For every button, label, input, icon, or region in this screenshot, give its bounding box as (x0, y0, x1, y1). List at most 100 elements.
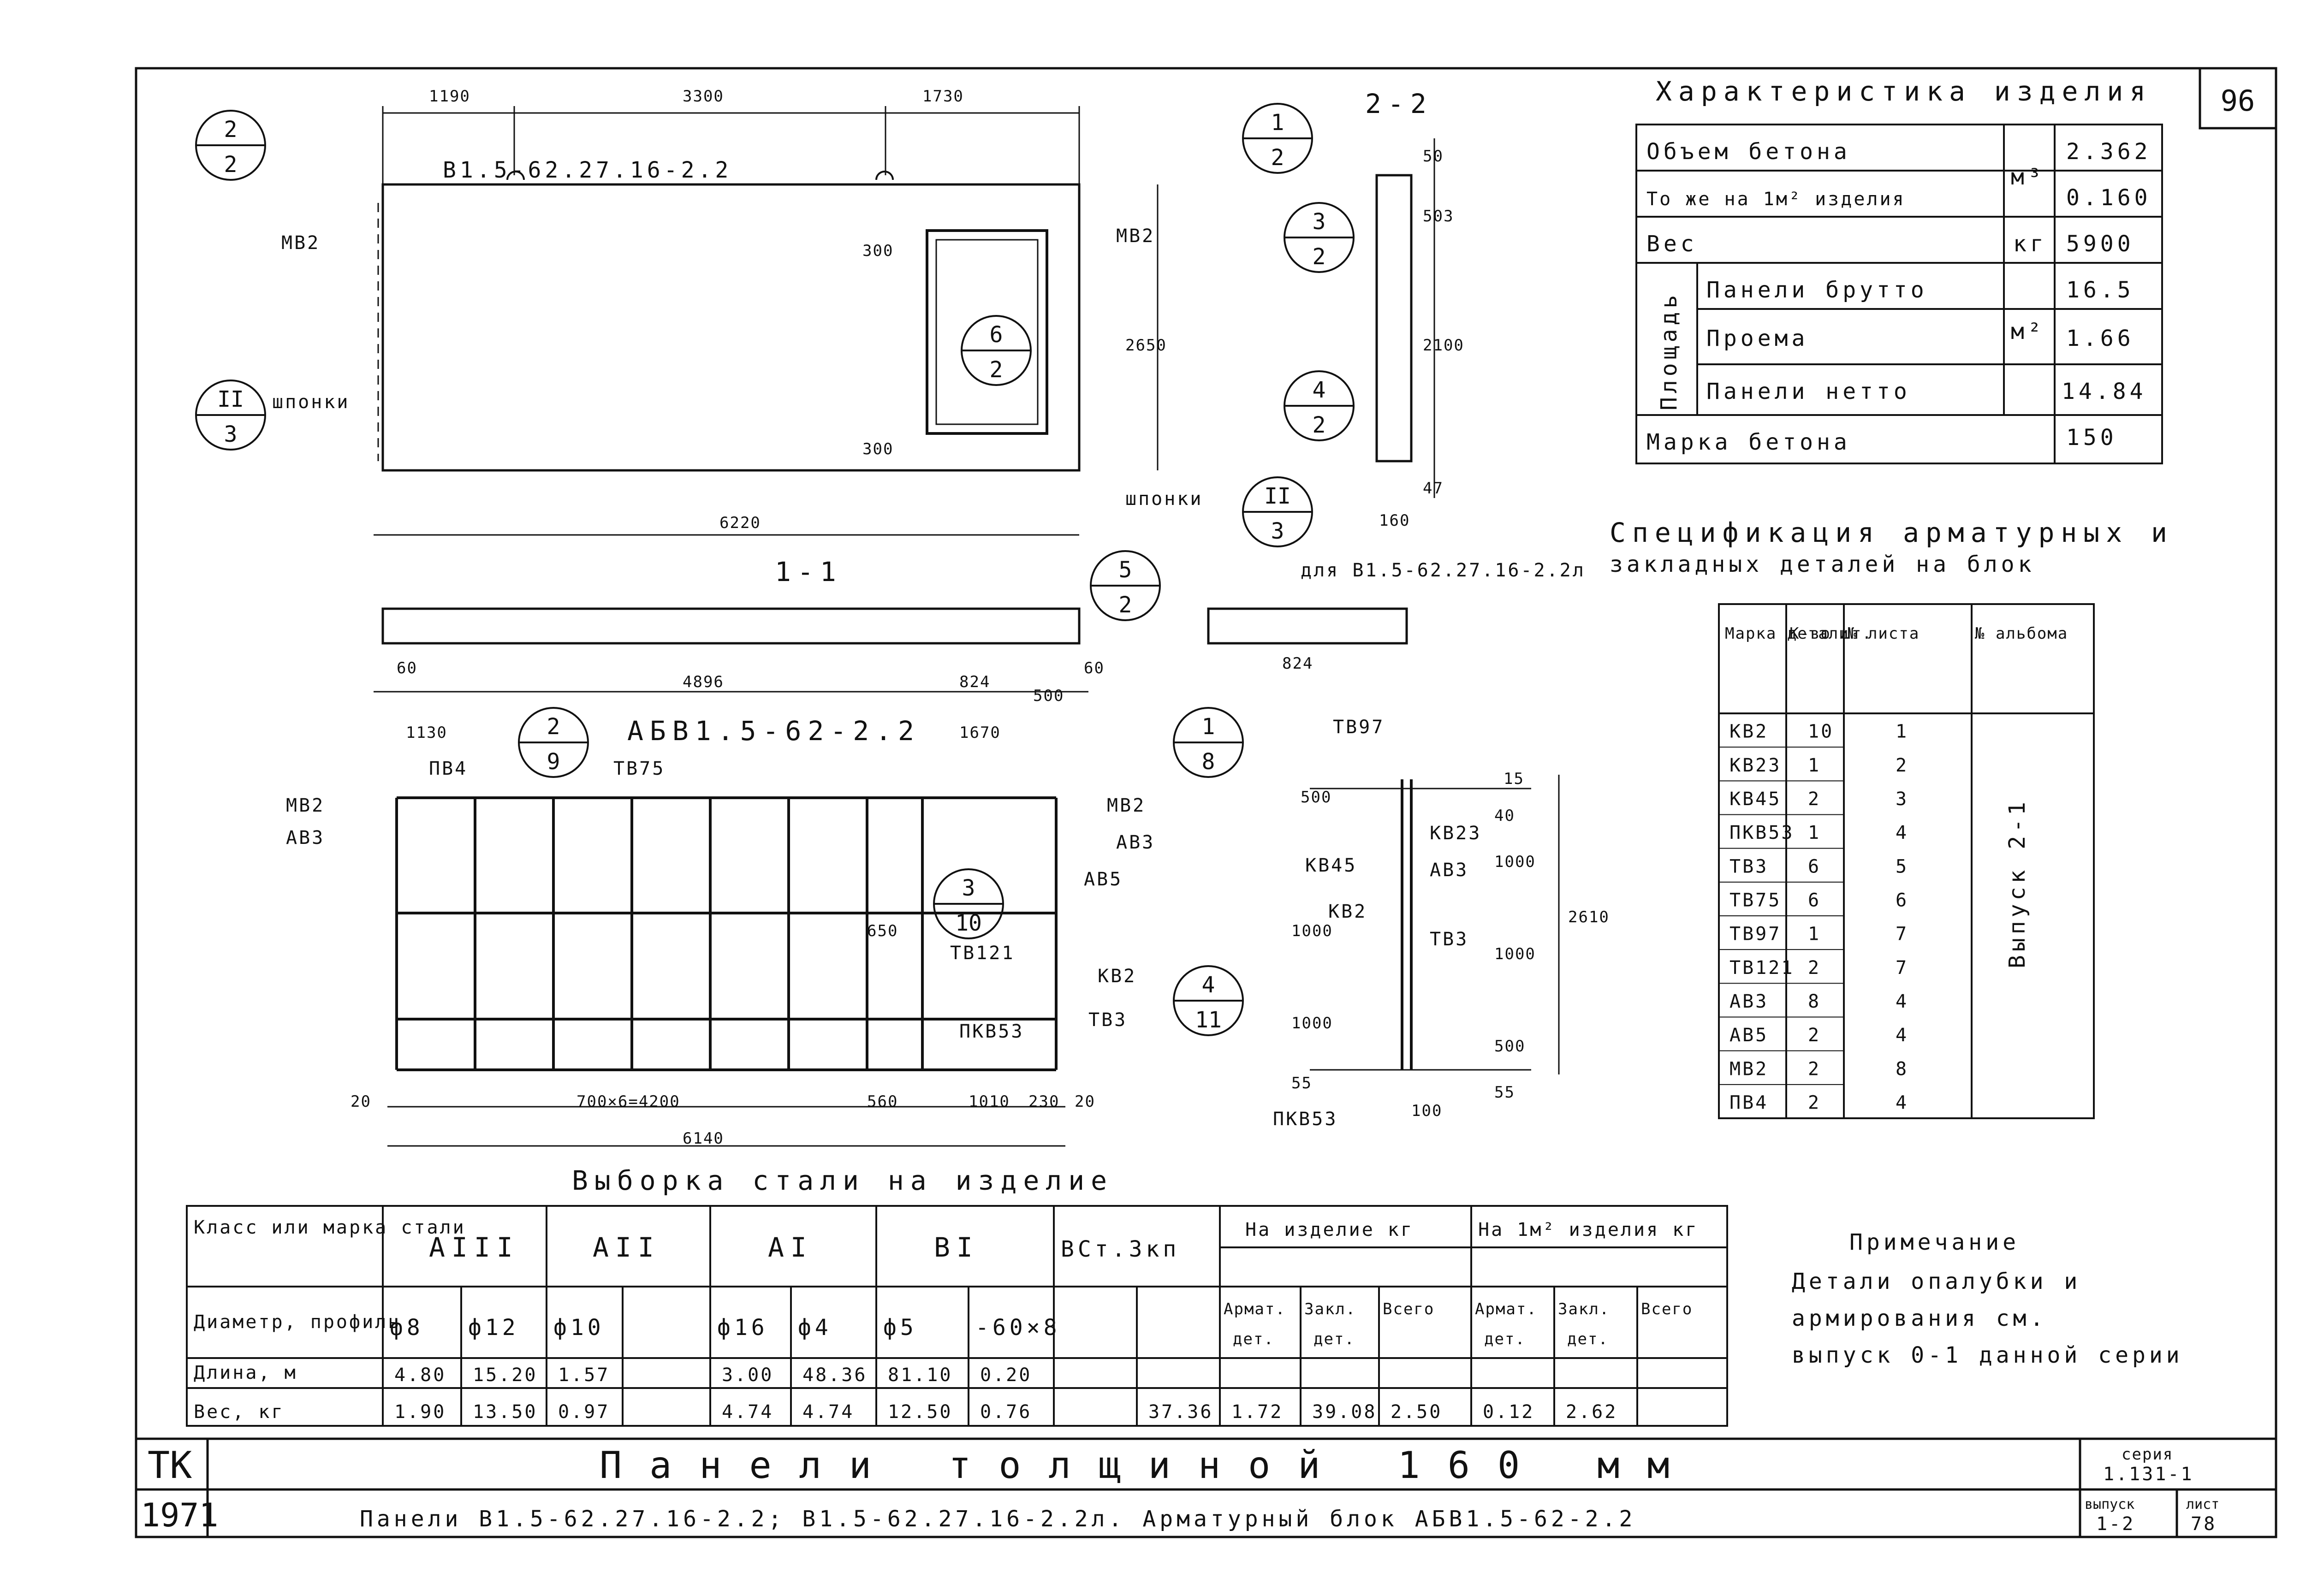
dimension-label: 1000 (1291, 1014, 1333, 1032)
char-row-label: Панели брутто (1706, 277, 1928, 303)
dimension-label: 1000 (1494, 945, 1536, 963)
dimension-label: 503 (1423, 207, 1454, 225)
svg-text:3: 3 (962, 875, 975, 901)
callout-circle: 310 (933, 868, 1004, 939)
drawing-label: шпонки (1125, 488, 1203, 510)
steel-weight-value: 1.90 (394, 1401, 446, 1423)
dimension-label: 55 (1494, 1083, 1515, 1102)
svg-text:11: 11 (1195, 1007, 1222, 1033)
svg-text:4: 4 (1202, 972, 1215, 998)
svg-text:1: 1 (1202, 714, 1215, 740)
char-row-label: То же на 1м² изделия (1646, 189, 1906, 210)
panel-elevation (377, 171, 1081, 472)
spec-cell: КВ2 (1730, 721, 1768, 742)
dimension-label: 2650 (1125, 336, 1167, 355)
drawing-label: МВ2 (1107, 795, 1146, 816)
char-row-value: 14.84 (2062, 379, 2147, 404)
spec-cell: 2 (1896, 755, 1908, 776)
svg-text:10: 10 (955, 910, 982, 936)
sheet-value: 78 (2191, 1513, 2217, 1535)
steel-header-profile: Диаметр, профиль (194, 1311, 401, 1333)
spec-cell: ПКВ53 (1730, 822, 1794, 843)
dimension-label: 560 (867, 1092, 898, 1111)
spec-cell: 1 (1808, 755, 1821, 776)
callout-circle: 22 (195, 110, 266, 181)
dimension-label: 1130 (406, 724, 447, 742)
spec-header: Марка детали (1725, 624, 1849, 643)
drawing-label: ПВ4 (429, 758, 468, 779)
steel-class: АII (593, 1232, 660, 1263)
svg-text:II: II (1264, 483, 1291, 509)
steel-subheader: Армат. (1224, 1300, 1286, 1318)
drawing-label: МВ2 (281, 232, 320, 254)
spec-cell: 7 (1896, 957, 1908, 979)
dimension-label: 20 (351, 1092, 371, 1111)
dimension-label: 100 (1411, 1102, 1442, 1120)
sheet-number-box (2199, 67, 2277, 130)
drawing-label: МВ2 (286, 795, 325, 816)
spec-cell: 3 (1896, 789, 1908, 810)
dimension-label: 1730 (922, 87, 964, 106)
dimension-label: 60 (1084, 659, 1105, 677)
spec-cell: 6 (1896, 890, 1908, 911)
drawing-label: ТВ75 (613, 758, 665, 779)
spec-cell: 2 (1808, 1058, 1821, 1080)
svg-text:1: 1 (1271, 110, 1284, 136)
section-1-1 (374, 607, 1408, 693)
char-row-label: Вес (1646, 231, 1698, 257)
spec-cell: КВ23 (1730, 755, 1781, 776)
drawing-label: АВ3 (286, 827, 325, 848)
panel-mark-label: В1.5-62.27.16-2.2 (443, 157, 732, 183)
drawing-label: АВ3 (1116, 832, 1155, 853)
spec-cell: АВ3 (1730, 991, 1768, 1012)
steel-weight-value: 2.62 (1566, 1401, 1617, 1423)
spec-album: Выпуск 2-1 (2004, 798, 2030, 968)
dimension-label: 3300 (683, 87, 724, 106)
svg-text:4: 4 (1313, 377, 1326, 403)
steel-subheader: дет. (1484, 1330, 1526, 1348)
char-row-value: 2.362 (2066, 139, 2151, 165)
char-row-label: Панели нетто (1706, 379, 1911, 404)
steel-length-value: 81.10 (888, 1365, 952, 1386)
sheet-number: 96 (2221, 84, 2255, 118)
dimension-label: 47 (1423, 479, 1444, 498)
svg-text:9: 9 (547, 749, 560, 775)
spec-cell: 7 (1896, 924, 1908, 945)
callout-circle: 42 (1284, 370, 1355, 441)
title-block (136, 1437, 2276, 1537)
steel-class: ВI (934, 1232, 979, 1263)
steel-class: ВСт.3кп (1061, 1236, 1180, 1262)
dimension-label: 6140 (683, 1129, 724, 1148)
svg-text:3: 3 (1313, 209, 1326, 235)
title-year: 1971 (141, 1496, 219, 1534)
steel-weight-value: 13.50 (473, 1401, 537, 1423)
drawing-label: ТВ3 (1088, 1009, 1127, 1031)
char-row-value: 1.66 (2066, 326, 2134, 351)
for-mark-label: для В1.5-62.27.16-2.2л (1301, 560, 1586, 581)
spec-cell: ТВ121 (1730, 957, 1794, 979)
char-row-unit: кг (2013, 231, 2047, 257)
steel-class: АI (768, 1232, 813, 1263)
characteristics-table (1635, 124, 2163, 464)
spec-cell: 2 (1808, 1025, 1821, 1046)
callout-circle: 52 (1090, 550, 1161, 621)
steel-title: Выборка стали на изделие (572, 1165, 1113, 1196)
spec-cell: АВ5 (1730, 1025, 1768, 1046)
sheet-frame (135, 67, 2277, 1538)
callout-circle: 12 (1242, 103, 1313, 174)
svg-text:2: 2 (1119, 592, 1132, 618)
char-row-label: Объем бетона (1646, 139, 1851, 165)
steel-length-value: 48.36 (802, 1365, 867, 1386)
steel-length-value: 15.20 (473, 1365, 537, 1386)
steel-subheader: Закл. (1304, 1300, 1356, 1318)
steel-weight-value: 4.74 (802, 1401, 854, 1423)
char-row-label: Проема (1706, 326, 1808, 351)
svg-text:2: 2 (224, 117, 238, 142)
dimension-label: 2610 (1568, 908, 1610, 926)
dimension-label: 500 (1301, 788, 1331, 807)
callout-circle: II3 (1242, 476, 1313, 547)
steel-profile: ф8 (390, 1315, 424, 1341)
section-1-1-label: 1-1 (775, 556, 843, 587)
steel-weight-value: 2.50 (1391, 1401, 1442, 1423)
